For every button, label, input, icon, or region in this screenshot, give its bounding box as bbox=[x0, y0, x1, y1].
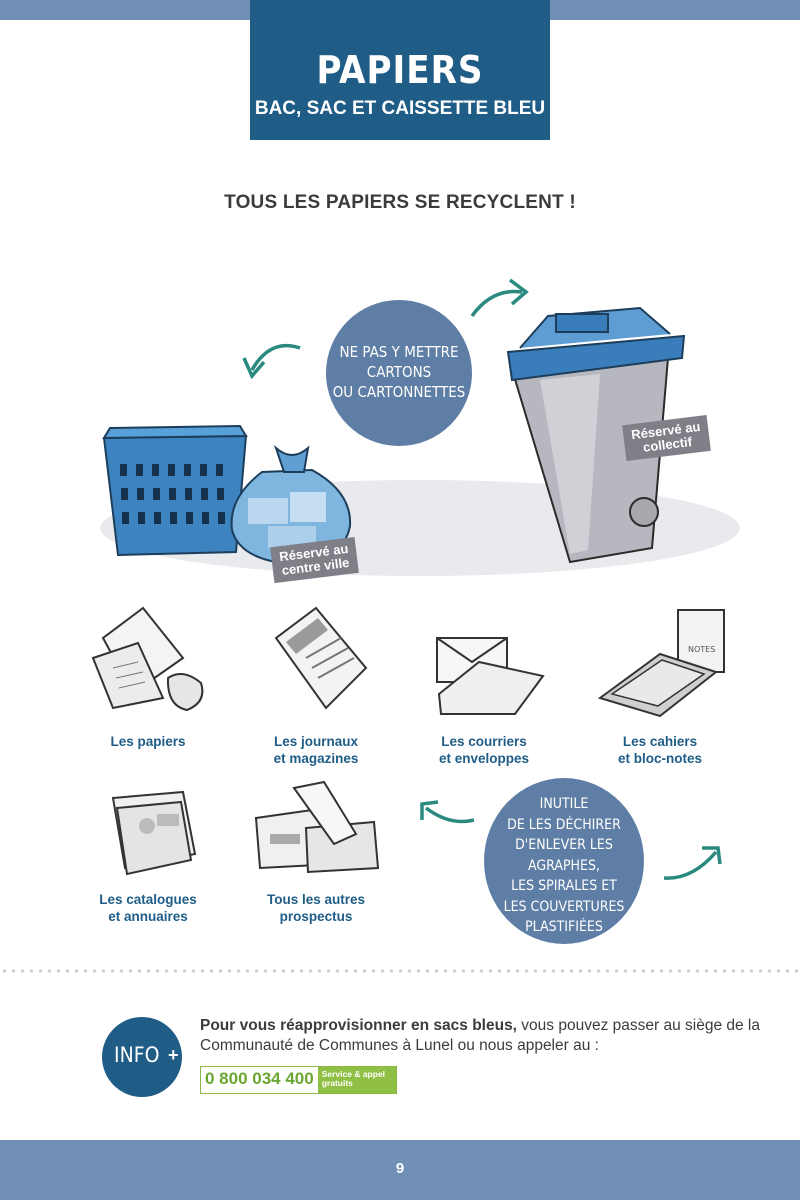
containers-scene: Réservé au centre ville Réservé au colle… bbox=[0, 230, 800, 610]
dotted-divider bbox=[0, 969, 800, 973]
page-number: 9 bbox=[395, 1160, 405, 1177]
bubble-line: NE PAS Y METTRE bbox=[339, 343, 459, 361]
bubble-line: LES SPIRALES ET bbox=[511, 878, 617, 894]
item-papiers: Les papiers bbox=[78, 598, 218, 750]
bubble-line: D'ENLEVER LES AGRAPHES, bbox=[515, 837, 613, 874]
info-badge: INFO + bbox=[102, 1017, 182, 1097]
info-badge-plus: + bbox=[168, 1045, 179, 1065]
notebooks-icon: NOTES bbox=[597, 609, 725, 718]
wheelie-bin-icon bbox=[506, 306, 686, 564]
bubble-line: OU CARTONNETTES bbox=[332, 383, 466, 401]
catalogues-icon bbox=[111, 790, 197, 876]
arrow-left-icon bbox=[424, 806, 475, 824]
containers-illustration bbox=[100, 278, 740, 576]
item-label: et magazines bbox=[273, 751, 359, 766]
tip-arrows bbox=[420, 800, 722, 880]
info-text-bold: Pour vous réapprovisionner en sacs bleus… bbox=[200, 1017, 517, 1034]
item-label: Les journaux bbox=[273, 734, 359, 749]
item-journaux: Les journaux et magazines bbox=[246, 598, 386, 767]
item-courriers: Les courriers et enveloppes bbox=[414, 598, 554, 767]
bubble-line: DE LES DÉCHIRER bbox=[507, 816, 621, 833]
item-catalogues: Les catalogues et annuaires bbox=[78, 778, 218, 925]
envelopes-icon bbox=[436, 637, 545, 715]
headline: TOUS LES PAPIERS SE RECYCLENT ! bbox=[224, 192, 576, 213]
item-label: Les papiers bbox=[110, 734, 186, 749]
arrow-right-icon bbox=[663, 850, 718, 880]
info-text: Pour vous réapprovisionner en sacs bleus… bbox=[200, 1016, 760, 1056]
arrow-left-icon bbox=[250, 343, 301, 371]
phone-note: Service & appel gratuits bbox=[317, 1067, 396, 1093]
info-text-rest: vous pouvez passer au siège de la Commun… bbox=[200, 1017, 760, 1054]
phone-badge[interactable]: 0 800 034 400 Service & appel gratuits bbox=[200, 1066, 397, 1094]
warning-bubble: NE PAS Y METTRE CARTONS OU CARTONNETTES bbox=[326, 300, 472, 446]
tip-bubble: INUTILE DE LES DÉCHIRER D'ENLEVER LES AG… bbox=[484, 778, 644, 944]
item-label: et enveloppes bbox=[438, 751, 530, 766]
bubble-line: INUTILE bbox=[539, 796, 589, 812]
flyers-icon bbox=[254, 780, 380, 874]
item-label: Les cahiers bbox=[622, 734, 698, 749]
papers-icon bbox=[91, 606, 204, 712]
item-label: et bloc-notes bbox=[617, 751, 702, 766]
arrow-right-icon bbox=[470, 289, 523, 318]
newspaper-icon bbox=[274, 606, 368, 710]
item-label: et annuaires bbox=[108, 909, 188, 924]
item-label: Tous les autres bbox=[266, 892, 366, 907]
info-badge-text: INFO bbox=[114, 1043, 160, 1067]
blue-basket-icon bbox=[102, 424, 248, 557]
phone-number[interactable]: 0 800 034 400 bbox=[201, 1067, 318, 1093]
item-cahiers: NOTES Les cahiers et bloc-notes bbox=[590, 598, 730, 767]
notes-label: NOTES bbox=[688, 645, 715, 654]
bubble-line: CARTONS bbox=[366, 363, 432, 381]
bubble-line: PLASTIFIÉES bbox=[525, 919, 603, 935]
footer-bar: 9 bbox=[0, 1140, 800, 1200]
title-banner: PAPIERS BAC, SAC ET CAISSETTE BLEU bbox=[250, 0, 550, 140]
item-label: Les catalogues bbox=[99, 892, 197, 907]
page-title: PAPIERS bbox=[316, 48, 484, 92]
page-subtitle: BAC, SAC ET CAISSETTE BLEU bbox=[254, 98, 546, 119]
item-prospectus: Tous les autres prospectus bbox=[246, 778, 386, 925]
item-label: prospectus bbox=[279, 909, 353, 924]
bubble-line: LES COUVERTURES bbox=[503, 898, 625, 915]
item-label: Les courriers bbox=[441, 734, 527, 749]
